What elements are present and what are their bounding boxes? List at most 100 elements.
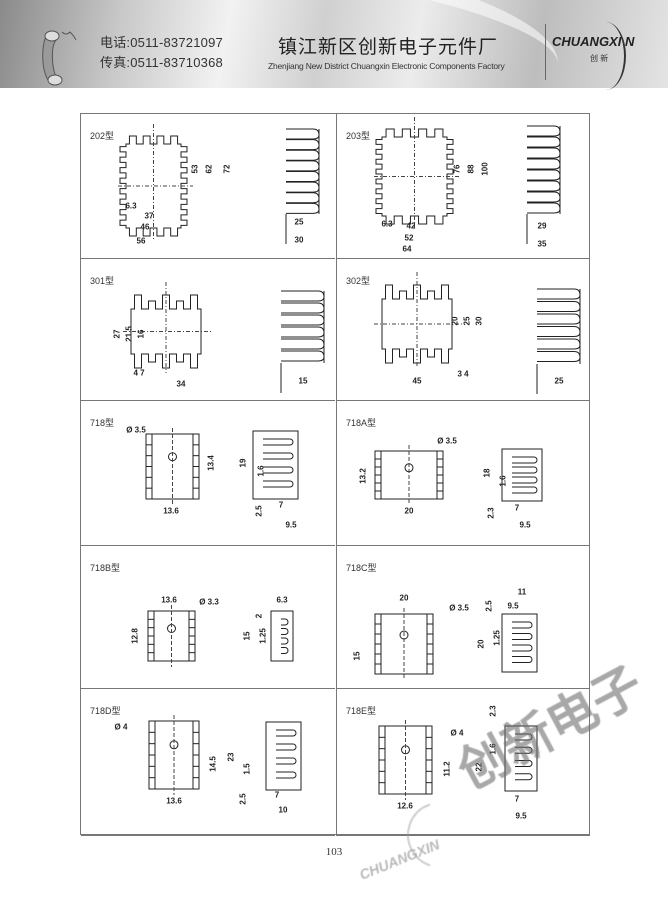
- dimension-label: 12.6: [397, 801, 413, 811]
- dimension-label: 20: [404, 506, 414, 516]
- dimension-label: 2: [254, 613, 264, 619]
- side-fin: [512, 633, 533, 640]
- dimension-label: 1.6: [488, 743, 498, 755]
- model-label: 718D型: [90, 706, 121, 716]
- dimension-label: 15: [352, 651, 362, 661]
- brand-logo-sub: 创 新: [590, 54, 609, 63]
- dimension-label: 18: [482, 468, 492, 478]
- side-fin: [286, 160, 320, 172]
- dimension-label: 35: [537, 239, 547, 249]
- dimension-label: 62: [204, 164, 214, 174]
- heatsink-drawing: [145, 428, 299, 505]
- dimension-label: 7: [514, 503, 520, 513]
- dimension-label: 11.2: [442, 761, 452, 777]
- dimension-label: 2.5: [254, 505, 264, 517]
- dimension-label: Ø 3.5: [449, 603, 469, 613]
- dimension-label: 22: [474, 762, 484, 772]
- dimension-label: 6.3: [125, 201, 137, 211]
- dimension-label: 13.6: [166, 796, 182, 806]
- side-fin: [276, 729, 297, 737]
- side-fin: [281, 326, 325, 338]
- dimension-label: 46: [140, 222, 150, 232]
- side-fin: [281, 647, 289, 654]
- dimension-label: 53: [190, 164, 200, 174]
- side-fin: [512, 486, 538, 494]
- model-label: 718型: [90, 418, 115, 428]
- heatsink-drawing: [374, 272, 581, 394]
- dimension-label: 9.5: [507, 601, 519, 611]
- dimension-label: 72: [222, 164, 232, 174]
- dimension-label: 64: [402, 244, 412, 254]
- side-fin: [515, 760, 533, 767]
- side-fin: [281, 637, 289, 645]
- dimension-label: 1.25: [258, 628, 268, 644]
- dimension-label: 13.4: [206, 455, 216, 471]
- dimension-label: 2.5: [238, 793, 248, 805]
- side-fin: [527, 191, 561, 203]
- dimension-label: 25: [462, 316, 472, 326]
- dimension-label: Ø 3.5: [126, 425, 146, 435]
- side-fin: [527, 125, 561, 137]
- side-fin: [276, 743, 297, 751]
- model-label: 718A型: [346, 418, 377, 428]
- side-fin: [286, 181, 320, 193]
- dimension-label: 1.6: [256, 465, 266, 477]
- dimension-label: 13.6: [163, 506, 179, 516]
- dimension-label: 34: [176, 379, 186, 389]
- side-fin: [281, 350, 325, 362]
- dimension-label: 7: [514, 794, 520, 804]
- dimension-label: 25: [294, 217, 304, 227]
- model-label: 301型: [90, 276, 115, 286]
- side-fin: [527, 147, 561, 159]
- side-fin: [537, 351, 581, 362]
- dimension-label: 12.8: [130, 628, 140, 644]
- dimension-label: Ø 3.5: [437, 436, 457, 446]
- heatsink-drawing: [374, 117, 561, 244]
- header-divider: [545, 24, 546, 80]
- model-label: 202型: [90, 131, 115, 141]
- side-fin: [515, 733, 533, 741]
- model-label: 718B型: [90, 563, 121, 573]
- dimension-label: 2.3: [488, 705, 498, 717]
- dimension-label: 19: [238, 458, 248, 468]
- side-fin: [281, 628, 289, 635]
- dimension-label: 9.5: [285, 520, 297, 530]
- side-fin: [527, 158, 561, 170]
- side-fin: [537, 326, 581, 337]
- dimension-label: Ø 4: [114, 722, 128, 732]
- dimension-label: 42: [406, 221, 416, 231]
- dimension-label: 11: [517, 587, 527, 597]
- side-fin: [286, 128, 320, 140]
- dimension-label: 30: [474, 316, 484, 326]
- dimension-label: 4 7: [133, 368, 145, 378]
- dimension-label: 37: [144, 211, 154, 221]
- dimension-label: 9.5: [515, 811, 527, 821]
- dimension-label: 20: [450, 316, 460, 326]
- dimension-label: 45: [412, 376, 422, 386]
- side-fin: [527, 136, 561, 148]
- side-fin: [286, 149, 320, 161]
- dimension-label: 2.5: [484, 600, 494, 612]
- dimension-label: 6.3: [276, 595, 288, 605]
- side-fin: [276, 771, 297, 779]
- side-fin: [263, 480, 294, 488]
- side-fin: [286, 202, 320, 214]
- dimension-label: 29: [537, 221, 547, 231]
- side-fin: [515, 773, 533, 781]
- dimension-label: 1.6: [498, 475, 508, 487]
- side-fin: [527, 180, 561, 192]
- side-fin: [281, 618, 289, 626]
- phone-number: 电话:0511-83721097: [100, 35, 223, 50]
- telephone-icon: [42, 30, 77, 86]
- side-fin: [512, 476, 538, 484]
- dimension-label: 16: [136, 329, 146, 339]
- dimension-label: 7: [274, 790, 280, 800]
- dimension-label: 100: [480, 162, 490, 176]
- dimension-label: 7: [278, 500, 284, 510]
- side-fin: [263, 452, 294, 460]
